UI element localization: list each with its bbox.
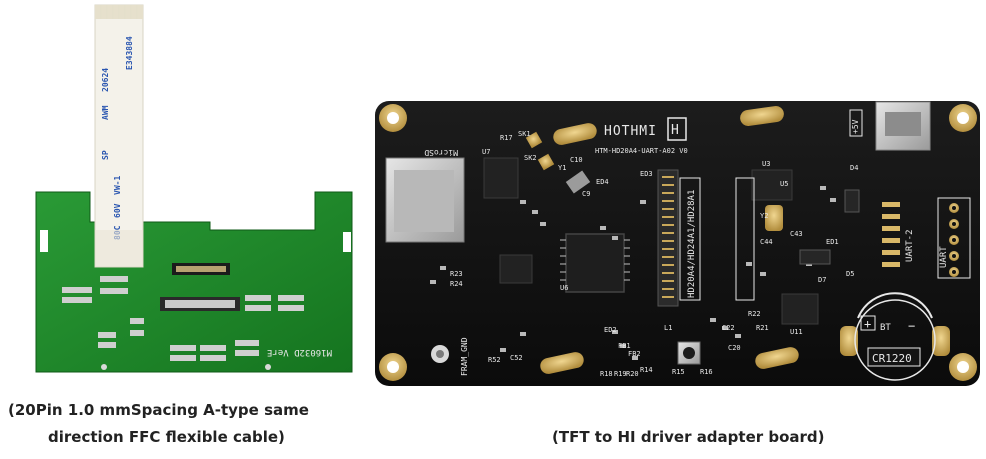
refdes-label: R24 <box>450 280 463 288</box>
refdes-label: R22 <box>748 310 761 318</box>
ic-u5 <box>751 169 793 201</box>
ic-u7 <box>483 157 519 199</box>
refdes-label: C43 <box>790 230 803 238</box>
refdes-label: R19 <box>614 370 627 378</box>
coin-battery-holder: + BT − CR1220 <box>854 292 936 381</box>
cable-print-vw1: VW-1 <box>113 176 122 195</box>
passive-components <box>430 186 860 360</box>
green-board-label: M16032D VerE <box>267 347 332 357</box>
cable-print-sp: SP <box>101 150 110 160</box>
refdes-label: C9 <box>582 190 590 198</box>
refdes-label: ED2 <box>604 326 617 334</box>
ic-main-mcu <box>565 233 625 293</box>
refdes-label: R14 <box>640 366 653 374</box>
model-text: HTM-HD20A4-UART-A02 V0 <box>595 147 688 155</box>
uart-label: UART-2 <box>905 229 915 262</box>
frame-gnd-label: FRAM_GND <box>460 337 469 376</box>
refdes-label: U7 <box>482 148 490 156</box>
refdes-label: U3 <box>762 160 770 168</box>
refdes-label: R23 <box>450 270 463 278</box>
battery-type-label: CR1220 <box>872 352 912 365</box>
mounting-holes <box>379 104 977 381</box>
ffc-flexible-cable: SP AWM 20624 80C 60V VW-1 E343884 <box>94 4 144 268</box>
caption-right: (TFT to HI driver adapter board) <box>552 428 825 446</box>
ic-u11 <box>781 293 819 325</box>
refdes-label: D4 <box>850 164 858 172</box>
black-adapter-board: MicroSD HD20A4/HD24A1/HD28A1 H HOTHMI <box>375 101 980 386</box>
sk1-pad <box>525 131 543 149</box>
caption-left-line2: direction FFC flexible cable) <box>48 428 285 446</box>
refdes-label: D7 <box>818 276 826 284</box>
brand-text: HOTHMI <box>604 124 657 139</box>
refdes-label: R52 <box>488 356 501 364</box>
gold-slot-pads <box>540 106 950 374</box>
refdes-label: C10 <box>570 156 583 164</box>
brand-logo: H HOTHMI HTM-HD20A4-UART-A02 V0 <box>595 117 688 155</box>
refdes-label: R20 <box>626 370 639 378</box>
refdes-label: R18 <box>600 370 613 378</box>
refdes-label: U6 <box>560 284 568 292</box>
cable-print-e343884: E343884 <box>125 36 134 70</box>
refdes-label: SK2 <box>524 154 537 162</box>
green-lcd-board: M16032D VerE <box>35 191 353 373</box>
refdes-label: ED4 <box>596 178 609 186</box>
refdes-label: C44 <box>760 238 773 246</box>
cable-print-20624: 20624 <box>101 68 110 92</box>
microsd-slot: MicroSD <box>385 148 465 243</box>
battery-bt-label: BT <box>880 323 891 333</box>
microsd-label: MicroSD <box>424 148 458 157</box>
fpc-connector: HD20A4/HD24A1/HD28A1 <box>657 169 755 307</box>
refdes-label: ED1 <box>826 238 839 246</box>
refdes-label: U11 <box>790 328 803 336</box>
refdes-label: ED3 <box>640 170 653 178</box>
refdes-label: R15 <box>672 368 685 376</box>
refdes-label: C22 <box>722 324 735 332</box>
refdes-label: FB2 <box>628 350 641 358</box>
frame-gnd-pad: FRAM_GND <box>431 337 469 376</box>
refdes-label: FB1 <box>618 342 631 350</box>
refdes-label: R16 <box>700 368 713 376</box>
refdes-label: C52 <box>510 354 523 362</box>
cable-print-60v: 60V <box>113 203 122 218</box>
refdes-labels: U7 U3 U5 U6 U11 Y1 Y2 D4 D5 D7 ED1 ED2 E… <box>450 130 858 378</box>
refdes-label: U5 <box>780 180 788 188</box>
refdes-label: R21 <box>756 324 769 332</box>
refdes-label: R17 <box>500 134 513 142</box>
ic-u6 <box>499 254 533 284</box>
uart-side-label: UART <box>939 246 949 268</box>
refdes-label: D5 <box>846 270 854 278</box>
usb-connector: +5V <box>849 101 931 151</box>
caption-left-line1: (20Pin 1.0 mmSpacing A-type same <box>8 401 309 419</box>
uart-header: UART UART-2 <box>882 197 971 279</box>
battery-plus: + <box>864 317 871 331</box>
refdes-label: C20 <box>728 344 741 352</box>
refdes-label: Y1 <box>558 164 566 172</box>
battery-minus: − <box>908 319 915 333</box>
refdes-label: SK1 <box>518 130 531 138</box>
crystal-y1 <box>565 170 591 194</box>
refdes-label: Y2 <box>760 212 768 220</box>
crystal-y2 <box>765 205 783 231</box>
fpc-label: HD20A4/HD24A1/HD28A1 <box>687 190 697 298</box>
svg-text:H: H <box>671 123 679 138</box>
cable-print-awm: AWM <box>101 105 110 120</box>
refdes-label: L1 <box>664 324 672 332</box>
power-label: +5V <box>851 119 860 134</box>
sk2-pad <box>537 153 555 171</box>
